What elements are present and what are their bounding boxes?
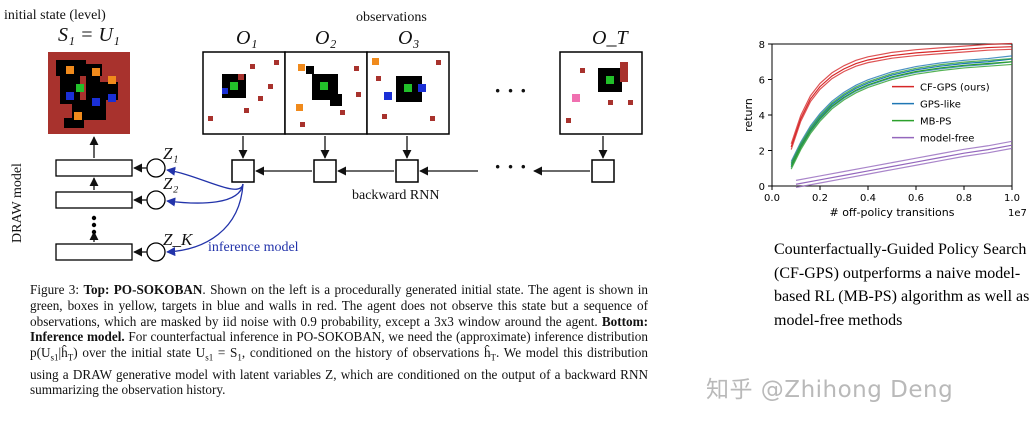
- caption-text-1: . Shown on the left is a procedurally ge…: [30, 282, 649, 329]
- draw-layer-k: [55, 243, 133, 261]
- legend-label: model-free: [920, 134, 974, 145]
- y-tick-label: 2: [759, 147, 765, 158]
- series-line-cf-gps-ours-: [790, 46, 1013, 148]
- x-tick-label: 0.0: [764, 193, 780, 204]
- latent-label-k: Z_K: [163, 230, 193, 249]
- y-tick-label: 8: [759, 40, 765, 51]
- series-line-gps-like: [790, 58, 1013, 165]
- series-line-cf-gps-ours-: [790, 48, 1013, 150]
- inference-model-label: inference model: [208, 240, 299, 255]
- series-line-model-free: [795, 144, 1013, 185]
- watermark: 知乎 @Zhihong Deng: [706, 377, 954, 403]
- series-line-mb-ps: [790, 63, 1013, 170]
- initial-state-math: S₁ = U₁: [58, 24, 120, 46]
- observation-frame-1: [202, 51, 286, 135]
- x-tick-label: 0.8: [956, 193, 972, 204]
- y-tick-label: 6: [759, 76, 765, 87]
- initial-state-label: initial state (level): [4, 8, 106, 23]
- x-axis-label: # off-policy transitions: [829, 206, 954, 219]
- rnn-cell-3: [395, 159, 419, 183]
- latent-node-2: [146, 190, 166, 210]
- legend-label: CF-GPS (ours): [920, 83, 990, 94]
- series-line-model-free: [795, 140, 1013, 181]
- initial-state-grid: [48, 52, 130, 134]
- obs-label-3: O₃: [398, 27, 420, 49]
- rnn-cell-t: [591, 159, 615, 183]
- figure-caption: Figure 3: Top: PO-SOKOBAN. Shown on the …: [30, 282, 649, 398]
- obs-label-1: O₁: [236, 27, 258, 49]
- figure-panel: initial state (level) S₁ = U₁ observatio…: [0, 0, 650, 280]
- x-tick-label: 1.0: [1004, 193, 1020, 204]
- rnn-cell-2: [313, 159, 337, 183]
- y-tick-label: 0: [759, 182, 765, 193]
- x-multiplier: 1e7: [1008, 208, 1027, 219]
- legend-label: MB-PS: [920, 117, 951, 128]
- x-tick-label: 0.6: [908, 193, 924, 204]
- y-axis-label: return: [742, 98, 755, 132]
- x-tick-label: 0.2: [812, 193, 828, 204]
- return-chart: 0.0 0.2 0.4 0.6 0.8 1.0 0 2 4 6 8 # off-policy tran…: [742, 40, 1027, 219]
- ellipsis-rnn: · · ·: [494, 154, 528, 179]
- series-line-cf-gps-ours-: [790, 42, 1013, 144]
- observation-frame-3: [366, 51, 450, 135]
- rnn-cell-1: [231, 159, 255, 183]
- obs-label-2: O₂: [315, 27, 337, 49]
- caption-top-heading: Top: PO-SOKOBAN: [83, 282, 203, 297]
- series-line-mb-ps: [790, 61, 1013, 167]
- x-tick-label: 0.4: [860, 193, 876, 204]
- obs-label-t: O_T: [592, 27, 628, 49]
- latent-node-1: [146, 158, 166, 178]
- latent-node-k: [146, 242, 166, 262]
- draw-layer-1: [55, 159, 133, 177]
- caption-bottom-heading: Bottom: Inference model.: [30, 313, 648, 345]
- figure-diagram: [48, 51, 643, 262]
- observation-frame-2: [284, 51, 368, 135]
- latent-label-1: Z₁: [163, 144, 179, 163]
- series-line-gps-like: [790, 55, 1013, 162]
- draw-layer-2: [55, 191, 133, 209]
- chart-description: Counterfactually-Guided Policy Search (C…: [774, 241, 1030, 329]
- y-tick-label: 4: [759, 111, 765, 122]
- observation-frame-t: [559, 51, 643, 135]
- series-line-model-free: [795, 147, 1013, 189]
- figure-number: Figure 3:: [30, 282, 80, 297]
- ellipsis-observations: · · ·: [494, 78, 528, 103]
- latent-label-2: Z₂: [163, 174, 179, 193]
- legend-label: GPS-like: [920, 100, 961, 111]
- observations-label: observations: [356, 10, 427, 25]
- series-line-mb-ps: [790, 57, 1013, 164]
- backward-rnn-label: backward RNN: [352, 188, 440, 203]
